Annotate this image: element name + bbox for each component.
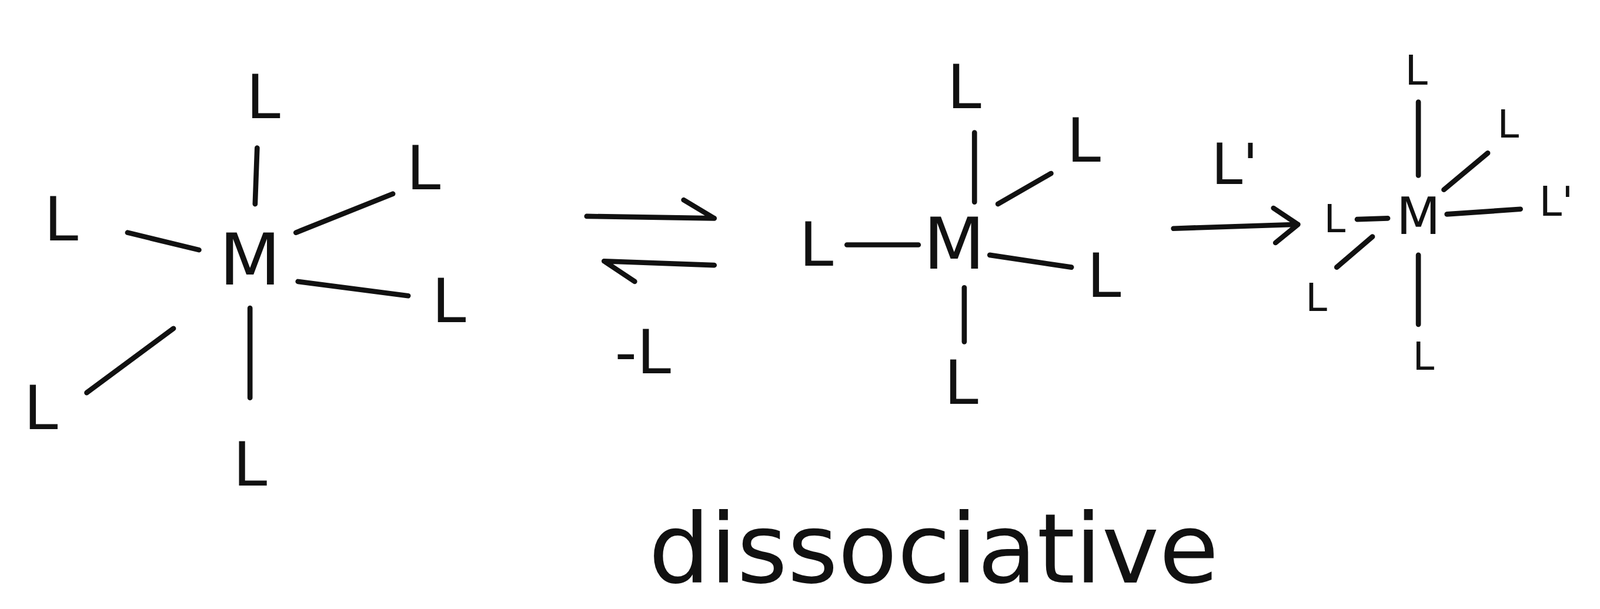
mechanism-caption: dissociative — [648, 500, 1219, 598]
ligand-label: L — [944, 352, 979, 414]
reagent-label: L' — [1211, 137, 1258, 193]
bond-line — [247, 308, 253, 399]
bond-line — [846, 242, 918, 248]
bond-line — [295, 194, 393, 233]
metal-label: M — [219, 224, 282, 296]
bond-line — [1415, 255, 1422, 325]
ligand-label: L — [406, 137, 441, 199]
bond-line — [1447, 209, 1521, 215]
ligand-label: L — [232, 433, 267, 496]
ligand-label: L — [1323, 199, 1346, 239]
ligand-label: L — [1087, 244, 1122, 306]
bond-line — [989, 255, 1072, 268]
metal-label: M — [1396, 190, 1441, 242]
bond-line — [1443, 152, 1488, 190]
bond-line — [997, 173, 1051, 205]
reaction-arrow — [1173, 208, 1299, 243]
ligand-label: L — [799, 214, 834, 276]
bond-line — [127, 232, 199, 251]
ligand-label: L — [947, 55, 982, 118]
ligand-label: L — [23, 377, 58, 439]
bond-line — [87, 328, 175, 393]
ligand-label: L — [1305, 278, 1328, 318]
ligand-label: L' — [1539, 181, 1574, 223]
metal-label: M — [923, 209, 985, 281]
bond-line — [1336, 236, 1373, 268]
bond-line — [298, 281, 409, 296]
reverse-harpoon — [603, 261, 714, 282]
ligand-label: L — [44, 188, 79, 250]
bond-line — [1357, 218, 1388, 220]
bond-line — [961, 287, 968, 342]
forward-harpoon — [586, 199, 715, 219]
ligand-label: L — [246, 66, 281, 128]
loss-label: -L — [614, 321, 671, 383]
ligand-label: L — [1404, 51, 1428, 92]
ligand-label: L — [1497, 105, 1519, 145]
bond-line — [971, 132, 978, 203]
bond-line — [255, 148, 257, 205]
bond-line — [1415, 102, 1422, 176]
ligand-label: L — [1066, 109, 1101, 172]
ligand-label: L — [432, 270, 467, 332]
ligand-label: L — [1412, 337, 1435, 377]
